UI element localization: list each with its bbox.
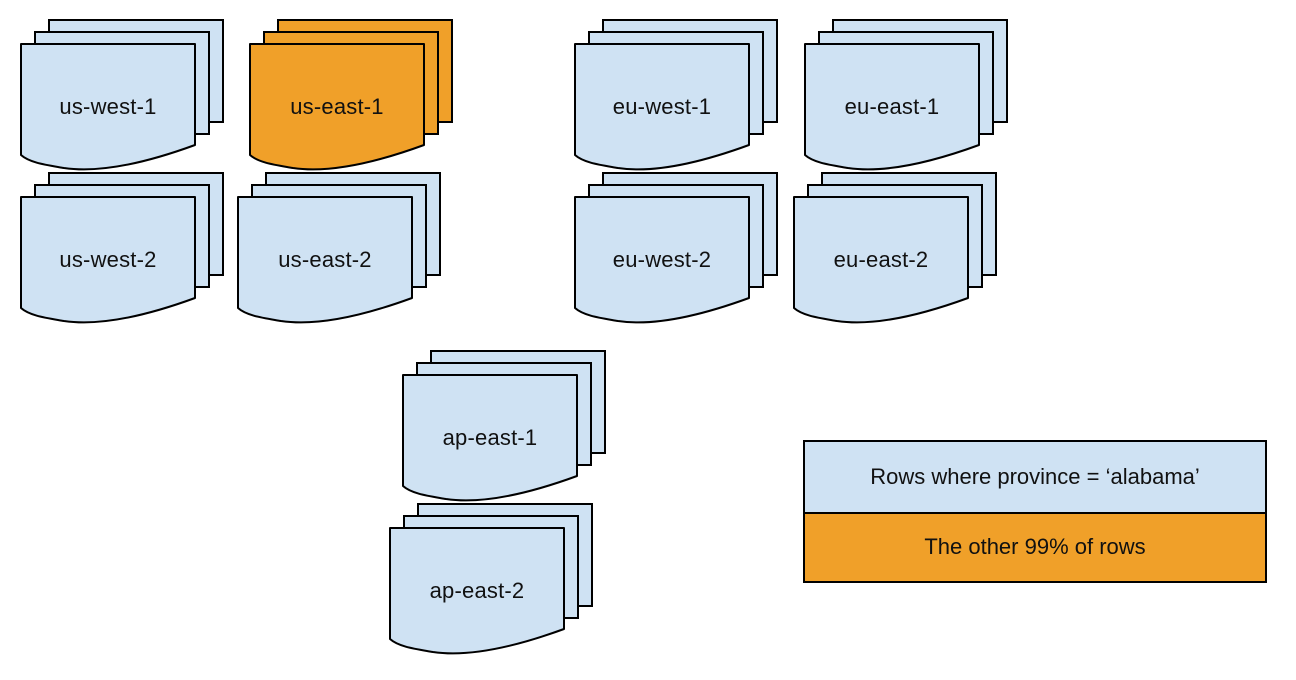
region-stack-us-west-1: us-west-1 bbox=[20, 19, 224, 173]
region-stack-us-east-1: us-east-1 bbox=[249, 19, 453, 173]
legend-item-other-rows: The other 99% of rows bbox=[805, 511, 1265, 581]
legend-item-alabama-rows: Rows where province = ‘alabama’ bbox=[805, 442, 1265, 512]
document-front: us-west-1 bbox=[20, 43, 196, 173]
document-front: us-west-2 bbox=[20, 196, 196, 326]
legend-item-label: The other 99% of rows bbox=[924, 534, 1146, 560]
document-front: eu-west-2 bbox=[574, 196, 750, 326]
document-front: us-east-2 bbox=[237, 196, 413, 326]
document-shape-icon bbox=[249, 43, 425, 171]
document-shape-icon bbox=[20, 196, 196, 324]
document-front: eu-east-1 bbox=[804, 43, 980, 173]
region-stack-ap-east-1: ap-east-1 bbox=[402, 350, 606, 504]
region-stack-ap-east-2: ap-east-2 bbox=[389, 503, 593, 657]
document-shape-icon bbox=[793, 196, 969, 324]
region-stack-eu-west-2: eu-west-2 bbox=[574, 172, 778, 326]
document-front: ap-east-2 bbox=[389, 527, 565, 657]
region-stack-us-east-2: us-east-2 bbox=[237, 172, 441, 326]
document-shape-icon bbox=[574, 196, 750, 324]
document-shape-icon bbox=[804, 43, 980, 171]
document-front: eu-west-1 bbox=[574, 43, 750, 173]
document-shape-icon bbox=[237, 196, 413, 324]
document-front: us-east-1 bbox=[249, 43, 425, 173]
document-shape-icon bbox=[20, 43, 196, 171]
document-front: eu-east-2 bbox=[793, 196, 969, 326]
document-shape-icon bbox=[389, 527, 565, 655]
region-stack-us-west-2: us-west-2 bbox=[20, 172, 224, 326]
document-front: ap-east-1 bbox=[402, 374, 578, 504]
legend-item-label: Rows where province = ‘alabama’ bbox=[870, 463, 1200, 489]
region-stack-eu-east-2: eu-east-2 bbox=[793, 172, 997, 326]
region-stack-eu-east-1: eu-east-1 bbox=[804, 19, 1008, 173]
legend: Rows where province = ‘alabama’ The othe… bbox=[803, 440, 1267, 583]
document-shape-icon bbox=[402, 374, 578, 502]
region-stack-eu-west-1: eu-west-1 bbox=[574, 19, 778, 173]
document-shape-icon bbox=[574, 43, 750, 171]
